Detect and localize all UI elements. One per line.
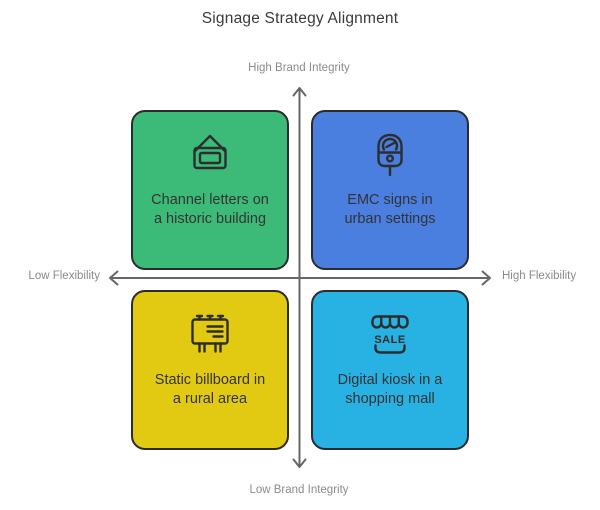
label-line: shopping mall [345,391,435,408]
axis-label-bottom: Low Brand Integrity [249,484,349,496]
sale-text: SALE [374,334,405,346]
label-line: EMC signs in [347,192,433,208]
label-line: urban settings [344,211,436,228]
quadrant-top-left: Channel letters on a historic building [131,110,289,270]
quadrant-bottom-left: Static billboard in a rural area [131,290,289,450]
parking-meter-icon [366,128,414,180]
label-line: Digital kiosk in a [337,372,443,388]
storefront-sale-icon: SALE [366,308,414,360]
label-line: a historic building [153,211,267,228]
quadrant-label: Digital kiosk in a shopping mall [338,371,443,409]
hanging-sign-icon [186,128,234,180]
axis-label-top: High Brand Integrity [248,62,350,74]
label-line: Channel letters on [151,192,269,208]
page-title: Signage Strategy Alignment [201,10,399,27]
quadrant-top-right: EMC signs in urban settings [311,110,469,270]
label-line: Static billboard in [154,372,266,388]
horizontal-axis-arrow [109,270,491,286]
quadrant-bottom-right: SALE Digital kiosk in a shopping mall [311,290,469,450]
quadrant-label: Static billboard in a rural area [155,371,265,409]
vertical-axis-arrow [292,87,307,468]
label-line: a rural area [172,391,248,408]
axis-label-left: Low Flexibility [28,270,100,282]
axis-label-right: High Flexibility [502,270,577,282]
billboard-icon [186,308,234,360]
quadrant-label: Channel letters on a historic building [151,191,269,229]
quadrant-label: EMC signs in urban settings [344,191,435,229]
